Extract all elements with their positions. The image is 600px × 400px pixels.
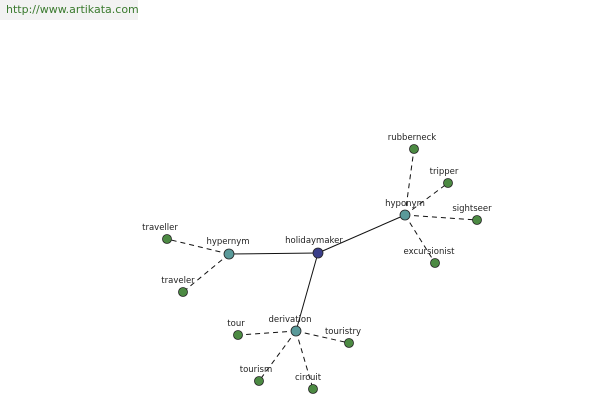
label-tour[interactable]: tour [227,319,245,329]
edge-hypernym-traveler [182,253,230,293]
label-tripper[interactable]: tripper [430,167,459,177]
edge-hyponym-rubberneck [404,148,415,216]
label-rubberneck[interactable]: rubberneck [388,133,437,143]
node-tripper[interactable] [443,178,453,188]
label-circuit[interactable]: circuit [295,373,322,383]
node-sightseer[interactable] [472,215,482,225]
node-touristry[interactable] [344,338,354,348]
edge-derivation-touristry [295,330,350,344]
node-traveler[interactable] [178,287,188,297]
label-traveller[interactable]: traveller [142,223,178,233]
label-touristry[interactable]: touristry [325,327,361,337]
graph-nodes [162,144,482,394]
edge-holidaymaker-hypernym [228,252,319,255]
node-excursionist[interactable] [430,258,440,268]
edge-hyponym-excursionist [404,214,436,264]
node-derivation[interactable] [290,325,302,337]
graph-edges [166,148,478,390]
label-hypernym[interactable]: hypernym [206,237,249,247]
node-holidaymaker[interactable] [312,247,324,259]
site-url[interactable]: http://www.artikata.com [0,0,139,20]
node-hypernym[interactable] [223,248,235,260]
node-circuit[interactable] [308,384,318,394]
edge-derivation-tour [237,330,297,336]
label-hyponym[interactable]: hyponym [385,199,425,209]
label-sightseer[interactable]: sightseer [452,204,492,214]
edge-derivation-tourism [258,330,297,382]
edge-hyponym-sightseer [404,214,478,221]
label-traveler[interactable]: traveler [161,276,195,286]
edge-hypernym-traveller [166,238,230,255]
label-derivation[interactable]: derivation [268,315,311,325]
node-tourism[interactable] [254,376,264,386]
node-rubberneck[interactable] [409,144,419,154]
node-traveller[interactable] [162,234,172,244]
label-excursionist[interactable]: excursionist [403,247,455,257]
label-tourism[interactable]: tourism [240,365,273,375]
edge-holidaymaker-derivation [295,252,319,332]
graph-labels: holidaymaker hyponym rubberneck tripper sigh… [142,133,492,383]
node-hyponym[interactable] [399,209,411,221]
edge-derivation-circuit [295,330,314,390]
edge-holidaymaker-hyponym [317,214,406,254]
node-tour[interactable] [233,330,243,340]
label-holidaymaker[interactable]: holidaymaker [285,236,343,246]
